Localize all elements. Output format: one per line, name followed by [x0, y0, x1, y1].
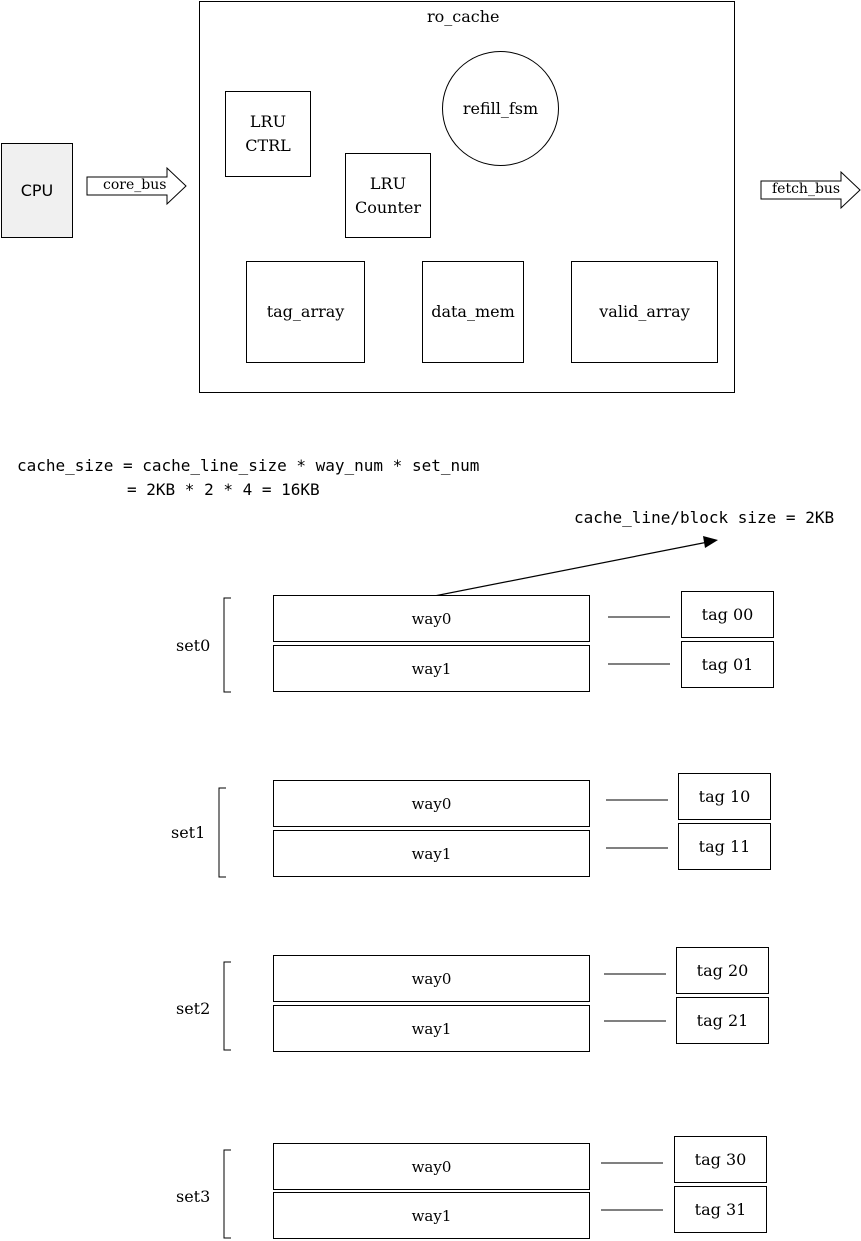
set2-label: set2 — [176, 999, 211, 1018]
way-label: way0 — [411, 1157, 452, 1176]
tag-label: tag 20 — [696, 960, 749, 980]
tag-label: tag 11 — [698, 836, 751, 856]
tag-label: tag 31 — [694, 1199, 747, 1219]
annotation-arrowhead — [703, 536, 718, 548]
set0-bracket — [223, 597, 231, 693]
refill-fsm-circle: refill_fsm — [442, 51, 559, 166]
lru-counter-box: LRU Counter — [345, 153, 431, 238]
set1-way1: way1 — [273, 830, 590, 877]
cpu-box: CPU — [1, 143, 73, 238]
set3-label: set3 — [176, 1187, 211, 1206]
annotation-label: cache_line/block size = 2KB — [574, 508, 835, 527]
data-mem-label: data_mem — [431, 302, 515, 321]
fetch-bus-label: fetch_bus — [772, 181, 841, 197]
set1-way0: way0 — [273, 780, 590, 827]
set1-label: set1 — [171, 823, 206, 842]
set2-way0: way0 — [273, 955, 590, 1002]
tag-array-label: tag_array — [266, 302, 345, 321]
lru-counter-label: LRU Counter — [354, 173, 422, 217]
valid-array-box: valid_array — [571, 261, 718, 363]
set0-way1: way1 — [273, 645, 590, 692]
set3-bracket — [223, 1149, 231, 1239]
tag-label: tag 01 — [701, 654, 754, 674]
way-label: way1 — [411, 1019, 452, 1038]
refill-fsm-label: refill_fsm — [462, 98, 539, 118]
lru-ctrl-label: LRU CTRL — [245, 112, 291, 155]
set2-tag0: tag 20 — [676, 947, 769, 994]
way-label: way1 — [411, 844, 452, 863]
data-mem-box: data_mem — [422, 261, 524, 363]
set2-way1: way1 — [273, 1005, 590, 1052]
formula-line1: cache_size = cache_line_size * way_num *… — [17, 456, 480, 475]
set3-tag1: tag 31 — [674, 1186, 767, 1233]
set0-label: set0 — [176, 636, 211, 655]
ro-cache-container — [199, 1, 735, 393]
lru-ctrl-box: LRU CTRL — [225, 91, 311, 177]
core-bus-arrow — [86, 166, 187, 206]
valid-array-label: valid_array — [599, 302, 690, 321]
set1-tag1: tag 11 — [678, 823, 771, 870]
way-label: way1 — [411, 1206, 452, 1225]
cpu-label: CPU — [20, 180, 54, 200]
set3-way0: way0 — [273, 1143, 590, 1190]
way-label: way0 — [411, 794, 452, 813]
fetch-bus-arrow — [760, 170, 861, 210]
set2-bracket — [223, 961, 231, 1051]
set0-way0: way0 — [273, 595, 590, 642]
way-label: way0 — [411, 609, 452, 628]
tag-label: tag 21 — [696, 1010, 749, 1030]
tag-label: tag 10 — [698, 786, 751, 806]
core-bus-label: core_bus — [103, 177, 167, 193]
ro-cache-title: ro_cache — [427, 7, 500, 26]
way-label: way0 — [411, 969, 452, 988]
tag-label: tag 00 — [701, 604, 754, 624]
way-label: way1 — [411, 659, 452, 678]
set0-tag0: tag 00 — [681, 591, 774, 638]
set1-tag0: tag 10 — [678, 773, 771, 820]
set3-tag0: tag 30 — [674, 1136, 767, 1183]
set3-way1: way1 — [273, 1192, 590, 1239]
set0-tag1: tag 01 — [681, 641, 774, 688]
set2-tag1: tag 21 — [676, 997, 769, 1044]
set1-bracket — [218, 787, 226, 878]
formula-line2: = 2KB * 2 * 4 = 16KB — [127, 480, 320, 499]
tag-label: tag 30 — [694, 1149, 747, 1169]
tag-array-box: tag_array — [246, 261, 365, 363]
